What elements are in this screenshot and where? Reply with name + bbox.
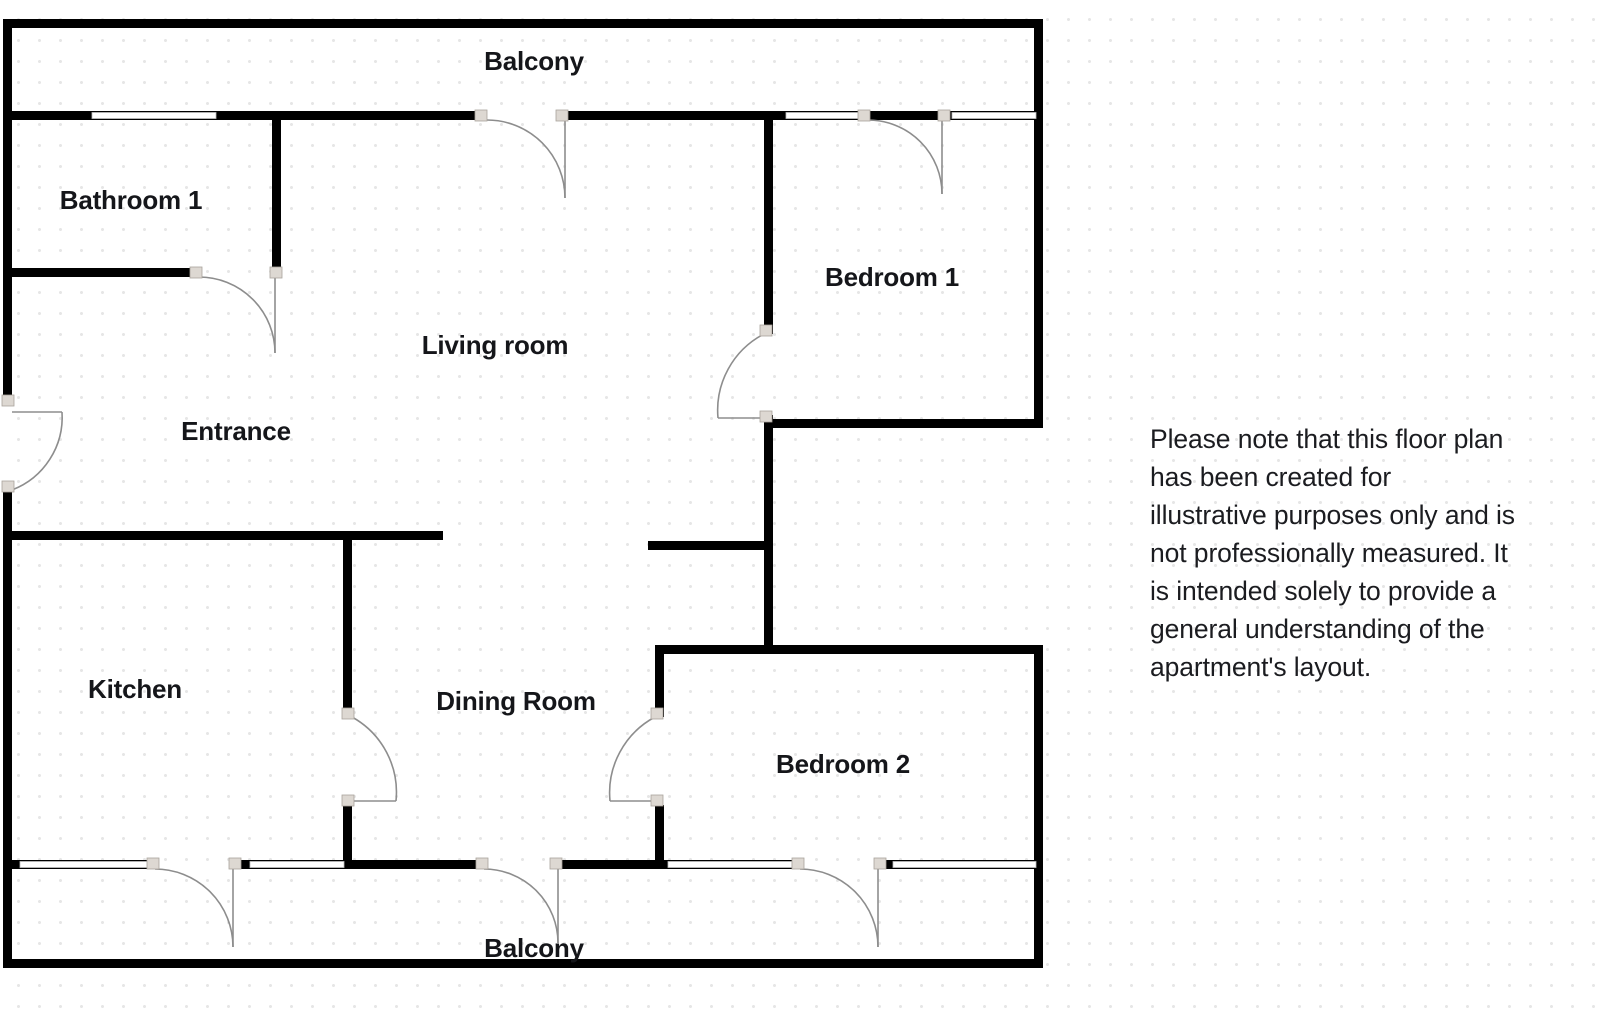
bathroom-1-right-wall (272, 111, 281, 276)
door-jamb (1, 480, 15, 493)
room-label-entrance: Entrance (181, 416, 291, 446)
door-kitchen-balcony-bottom[interactable] (146, 857, 242, 948)
room-label-bedroom-1: Bedroom 1 (824, 262, 960, 292)
door-kitchen[interactable] (341, 707, 398, 807)
door-jamb (759, 410, 773, 423)
disclaimer-line: has been created for (1150, 462, 1392, 492)
door-dining-balcony-bottom[interactable] (475, 857, 563, 944)
door-jamb (1, 394, 15, 407)
bedroom-2-left-wall-upper (655, 645, 664, 717)
door-jamb (146, 857, 160, 870)
room-label-living-room: Living room (421, 330, 569, 360)
disclaimer-line: Please note that this floor plan (1150, 424, 1504, 454)
window-bedroom-1-top-right (951, 112, 1037, 119)
door-jamb (650, 794, 664, 807)
room-label-balcony-top: Balcony (484, 46, 584, 76)
outer-wall-right-upper (1034, 19, 1043, 427)
door-jamb (937, 109, 951, 122)
room-label-kitchen: Kitchen (88, 674, 182, 704)
window-bathroom-1-top (91, 112, 217, 119)
disclaimer-line: general understanding of the (1150, 614, 1485, 644)
room-label-bathroom-1: Bathroom 1 (59, 185, 203, 215)
door-bedroom-2-balcony[interactable] (791, 857, 887, 948)
balcony-top-wall-left (3, 111, 483, 120)
outer-wall-top (3, 19, 1043, 28)
bathroom-1-bottom-wall (3, 268, 199, 277)
disclaimer-line: not professionally measured. It (1150, 538, 1508, 568)
window-bedroom-2-bottom-left (667, 861, 793, 868)
door-living-room-balcony-top[interactable] (474, 109, 569, 199)
outer-wall-left-upper (3, 19, 12, 404)
door-entrance-front[interactable] (1, 394, 63, 493)
outer-wall-left-lower (3, 490, 12, 968)
room-label-balcony-bottom: Balcony (484, 933, 584, 963)
disclaimer-line: illustrative purposes only and is (1150, 500, 1515, 530)
kitchen-right-wall-lower (343, 805, 352, 868)
room-label-dining-room: Dining Room (436, 686, 596, 716)
door-jamb (228, 857, 242, 870)
door-jamb (549, 857, 563, 870)
door-jamb (189, 266, 203, 279)
window-bedroom-2-bottom-right (892, 861, 1037, 868)
door-jamb (759, 324, 773, 337)
bedroom-2-top-wall (655, 645, 1043, 654)
disclaimer-line: is intended solely to provide a (1150, 576, 1497, 606)
door-jamb (555, 109, 569, 122)
door-bedroom-2-interior[interactable] (608, 707, 664, 807)
balcony-bottom-wall-dining (238, 860, 484, 869)
door-jamb (650, 707, 664, 720)
door-jamb (269, 266, 283, 279)
bedroom-1-bottom-wall (764, 419, 1043, 428)
door-bedroom-1-balcony-top[interactable] (857, 109, 951, 195)
outer-wall-bottom (3, 959, 1043, 968)
window-kitchen-bottom (19, 861, 149, 868)
door-bedroom-1-interior[interactable] (716, 324, 773, 423)
doors-group (1, 109, 951, 948)
disclaimer-line: apartment's layout. (1150, 652, 1372, 682)
door-jamb (475, 857, 489, 870)
door-jamb (341, 707, 355, 720)
window-bedroom-1-top-left (785, 112, 865, 119)
room-label-bedroom-2: Bedroom 2 (775, 749, 911, 779)
kitchen-top-wall (3, 531, 443, 540)
door-jamb (341, 794, 355, 807)
window-dining-bottom (249, 861, 345, 868)
floor-plan-disclaimer: Please note that this floor plan has bee… (1150, 420, 1570, 686)
outer-wall-right-lower (1034, 645, 1043, 968)
door-jamb (791, 857, 805, 870)
door-jamb (474, 109, 488, 122)
door-bathroom-1[interactable] (189, 266, 283, 354)
door-jamb (873, 857, 887, 870)
living-bedroom-divider-upper (764, 111, 773, 334)
kitchen-right-wall-upper (343, 531, 352, 717)
door-jamb (857, 109, 871, 122)
walls-group (3, 19, 1043, 968)
living-bedroom-divider-lower (764, 415, 773, 649)
bedroom-2-left-wall-lower (655, 805, 664, 868)
living-room-stub-wall (648, 541, 773, 550)
